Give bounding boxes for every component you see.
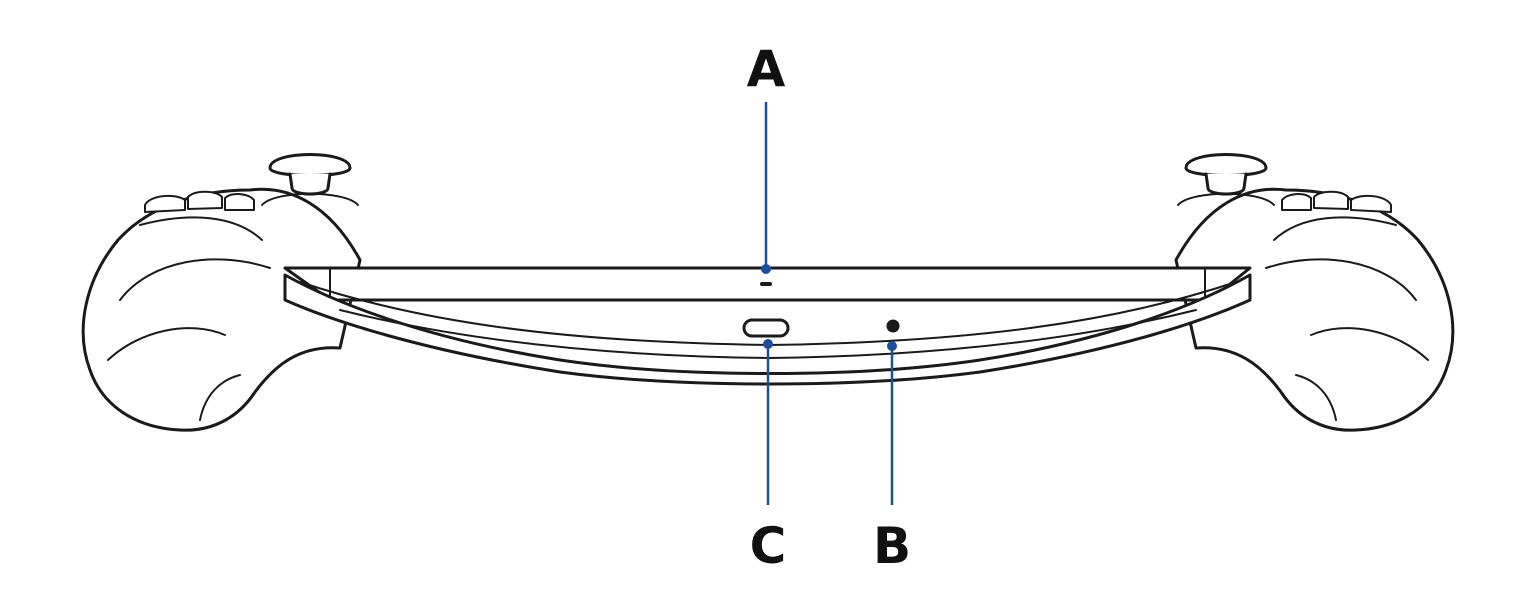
callout-c: C bbox=[750, 339, 787, 575]
callout-a-label: A bbox=[747, 40, 786, 98]
right-thumbstick bbox=[1177, 153, 1275, 206]
callout-c-label: C bbox=[750, 517, 787, 575]
headset-jack bbox=[886, 319, 900, 333]
left-thumbstick bbox=[261, 153, 359, 206]
callout-b-label: B bbox=[873, 517, 911, 575]
usb-c-port bbox=[742, 318, 790, 338]
microphone-slot bbox=[760, 282, 772, 286]
callout-b: B bbox=[873, 341, 911, 575]
device-body bbox=[81, 153, 1455, 432]
left-grip bbox=[81, 153, 362, 432]
right-grip bbox=[1174, 153, 1455, 432]
center-chassis bbox=[283, 266, 1252, 386]
callout-a: A bbox=[747, 40, 786, 274]
